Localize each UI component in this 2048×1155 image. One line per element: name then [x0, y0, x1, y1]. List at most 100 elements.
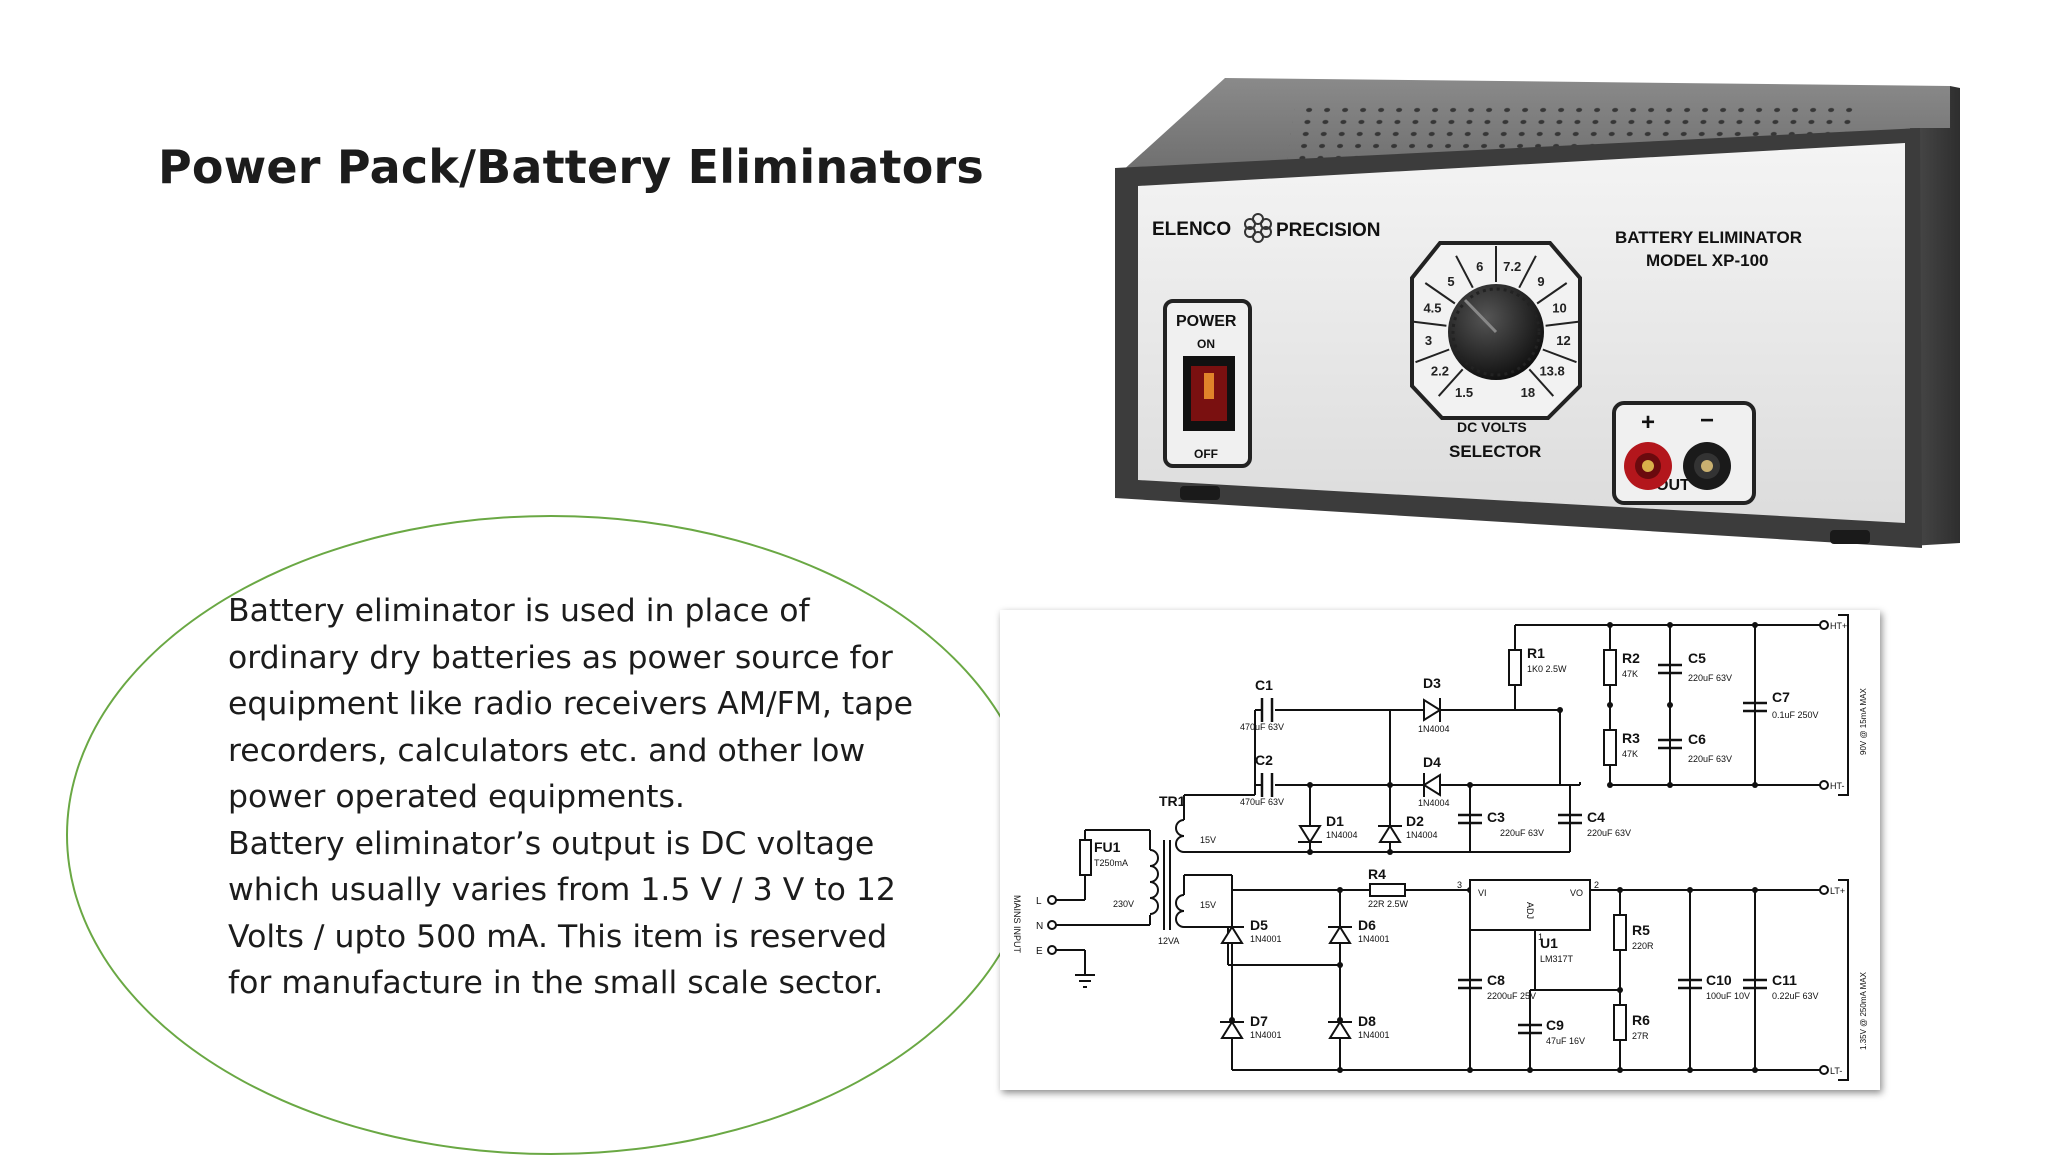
dial-value: 3: [1425, 333, 1432, 348]
label-c8: C8: [1487, 972, 1505, 988]
label-d7: D7: [1250, 1013, 1268, 1029]
label-15v-ht: 15V: [1200, 835, 1216, 845]
label-lt-minus: LT-: [1830, 1066, 1842, 1076]
value-r5: 220R: [1632, 941, 1654, 951]
label-r2: R2: [1622, 650, 1640, 666]
schematic-resistors: [1079, 649, 1627, 1041]
dial-tick: [1455, 255, 1474, 289]
label-ht-plus: HT+: [1830, 621, 1847, 631]
black-terminal[interactable]: [1683, 442, 1731, 490]
label-c4: C4: [1587, 809, 1605, 825]
label-u1: U1: [1540, 935, 1558, 951]
schematic-labels: C1 470uF 63V C2 470uF 63V D3 1N4004 D4 1…: [1012, 621, 1868, 1076]
label-c3: C3: [1487, 809, 1505, 825]
value-u1: LM317T: [1540, 954, 1574, 964]
value-d4: 1N4004: [1418, 798, 1450, 808]
label-d8: D8: [1358, 1013, 1376, 1029]
dial-tick: [1415, 348, 1450, 364]
paragraph-output: Battery eliminator’s output is DC voltag…: [228, 825, 896, 1002]
dial-label-selector: SELECTOR: [1449, 442, 1541, 461]
label-ht-rating: 90V @ 15mA MAX: [1859, 688, 1868, 755]
label-r4: R4: [1368, 866, 1386, 882]
value-c7: 0.1uF 250V: [1772, 710, 1819, 720]
schematic-junctions: [1229, 622, 1758, 1073]
value-c10: 100uF 10V: [1706, 991, 1750, 1001]
brand-suffix: PRECISION: [1276, 220, 1381, 241]
schematic-terminals: [1047, 620, 1829, 1075]
output-brackets: [1838, 614, 1849, 1081]
dial-tick: [1518, 255, 1537, 289]
dial-tick: [1545, 320, 1582, 327]
battery-eliminator-device-image: ELENCO PRECISION BATTERY ELIMINATOR MODE…: [1115, 78, 1960, 548]
label-u1-vo: VO: [1570, 888, 1583, 898]
label-15v-lt: 15V: [1200, 900, 1216, 910]
value-r4: 22R 2.5W: [1368, 899, 1409, 909]
label-r5: R5: [1632, 922, 1650, 938]
minus-label: −: [1700, 407, 1714, 434]
label-pin1: 1: [1538, 932, 1543, 942]
foot-right: [1830, 530, 1870, 544]
knob-pointer: [1463, 298, 1498, 334]
label-d2: D2: [1406, 813, 1424, 829]
value-tr1: 12VA: [1158, 936, 1179, 946]
label-230v: 230V: [1113, 899, 1134, 909]
model-label-line2: MODEL XP-100: [1646, 251, 1769, 270]
dial-value: 10: [1552, 301, 1566, 316]
label-u1-adj: ADJ: [1525, 902, 1535, 919]
dial-tick: [1528, 368, 1555, 397]
label-d3: D3: [1423, 675, 1441, 691]
dial-value: 1.5: [1455, 385, 1473, 400]
label-tr1: TR1: [1159, 793, 1186, 809]
dial-value: 18: [1521, 385, 1535, 400]
cabinet-side: [1910, 86, 1960, 546]
brand-name: ELENCO: [1152, 219, 1231, 240]
schematic-capacitors: [1260, 663, 1767, 1035]
label-mains-input: MAINS INPUT: [1012, 895, 1022, 954]
label-pin3: 3: [1457, 880, 1462, 890]
label-ht-minus: HT-: [1830, 781, 1845, 791]
dial-value: 6: [1476, 259, 1483, 274]
power-off-label: OFF: [1194, 447, 1218, 461]
slide-body-text: Battery eliminator is used in place of o…: [228, 588, 928, 1007]
label-c7: C7: [1772, 689, 1790, 705]
label-d1: D1: [1326, 813, 1344, 829]
label-r1: R1: [1527, 645, 1545, 661]
dial-tick: [1410, 320, 1447, 327]
power-label: POWER: [1176, 313, 1237, 330]
value-d7: 1N4001: [1250, 1030, 1282, 1040]
label-e: E: [1036, 946, 1043, 957]
circuit-schematic: C1 470uF 63V C2 470uF 63V D3 1N4004 D4 1…: [1000, 610, 1880, 1090]
red-terminal[interactable]: [1624, 442, 1672, 490]
label-u1-vi: VI: [1478, 888, 1487, 898]
label-c5: C5: [1688, 650, 1706, 666]
value-d5: 1N4001: [1250, 934, 1282, 944]
dial-value: 2.2: [1431, 363, 1449, 378]
value-c3: 220uF 63V: [1500, 828, 1544, 838]
slide-title: Power Pack/Battery Eliminators: [158, 140, 984, 194]
value-r1: 1K0 2.5W: [1527, 664, 1567, 674]
dial-tick: [1536, 282, 1568, 305]
schematic-diodes: [1220, 698, 1442, 1039]
dial-value: 7.2: [1503, 259, 1521, 274]
dial-value: 5: [1447, 274, 1454, 289]
value-d6: 1N4001: [1358, 934, 1390, 944]
value-d8: 1N4001: [1358, 1030, 1390, 1040]
label-n: N: [1036, 921, 1043, 932]
label-c10: C10: [1706, 972, 1732, 988]
schematic-wires: [1055, 624, 1820, 1071]
value-c8: 2200uF 25V: [1487, 991, 1536, 1001]
dial-tick-lines: [1410, 246, 1582, 397]
dial-value: 13.8: [1539, 363, 1564, 378]
value-d3: 1N4004: [1418, 724, 1450, 734]
label-d4: D4: [1423, 754, 1441, 770]
value-d2: 1N4004: [1406, 830, 1438, 840]
label-d5: D5: [1250, 917, 1268, 933]
value-d1: 1N4004: [1326, 830, 1358, 840]
value-r2: 47K: [1622, 669, 1638, 679]
dial-value: 12: [1556, 333, 1570, 348]
knob-grip: [1451, 287, 1541, 377]
label-fu1: FU1: [1094, 839, 1121, 855]
value-c5: 220uF 63V: [1688, 673, 1732, 683]
dial-value: 4.5: [1423, 301, 1441, 316]
dial-tick: [1437, 368, 1464, 397]
